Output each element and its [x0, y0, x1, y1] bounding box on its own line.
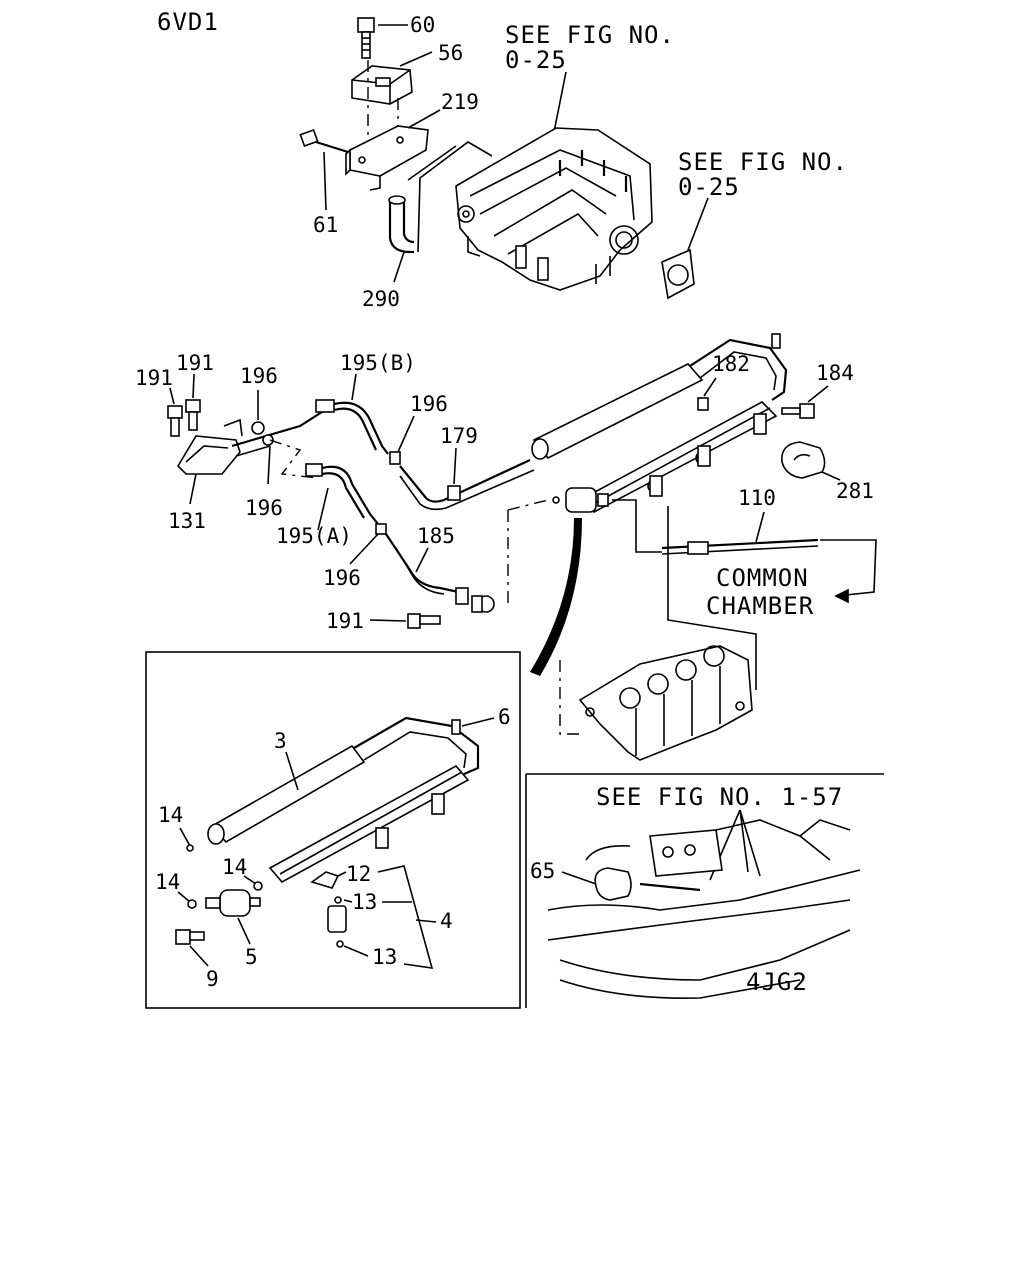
- callout-6: 6: [498, 705, 511, 729]
- callout-13-b: 13: [372, 945, 397, 969]
- pressure-regulator-inset: [205, 889, 261, 917]
- bolt-184: [781, 403, 815, 419]
- bolt-9: [175, 929, 205, 945]
- callout-9: 9: [206, 967, 219, 991]
- hose-195b: [315, 399, 389, 455]
- assembly-arrow: [530, 518, 582, 676]
- bolt-61: [299, 128, 349, 154]
- callout-13-a: 13: [352, 890, 377, 914]
- callout-191-a: 191: [135, 366, 173, 390]
- callout-219: 219: [441, 90, 479, 114]
- callout-196-c: 196: [245, 496, 283, 520]
- callout-4: 4: [440, 909, 453, 933]
- callout-56: 56: [438, 41, 463, 65]
- clip-196-a: [251, 421, 274, 446]
- line-179: [399, 459, 535, 511]
- clip-196-b: [389, 451, 401, 465]
- see-fig-top-line1: SEE FIG NO.: [505, 21, 675, 49]
- callout-131: 131: [168, 509, 206, 533]
- common-chamber-line1: COMMON: [716, 564, 809, 592]
- injector-inset: [327, 896, 347, 948]
- callout-290: 290: [362, 287, 400, 311]
- inset-box-left: [145, 651, 521, 1009]
- hose-290: [388, 195, 415, 254]
- callout-14-b: 14: [222, 855, 247, 879]
- bracket-131: [176, 418, 243, 475]
- callout-61: 61: [313, 213, 338, 237]
- bolt-191-left: [167, 405, 183, 437]
- callout-196-a: 196: [240, 364, 278, 388]
- intake-manifold: [455, 127, 653, 291]
- engine-code-top: 6VD1: [157, 8, 219, 36]
- callout-110: 110: [738, 486, 776, 510]
- clip-196-d: [375, 523, 387, 535]
- bolt-191-right: [185, 399, 201, 431]
- see-fig-bottom: SEE FIG NO. 1-57: [596, 783, 843, 811]
- callout-195a: 195(A): [276, 524, 352, 548]
- callout-5: 5: [245, 945, 258, 969]
- callout-12: 12: [346, 862, 371, 886]
- callout-196-b: 196: [410, 392, 448, 416]
- callout-3: 3: [274, 729, 287, 753]
- plug-182: [697, 397, 709, 411]
- common-chamber-manifold: [578, 645, 753, 761]
- callout-195b: 195(B): [340, 351, 416, 375]
- hose-195a: [305, 463, 379, 525]
- pressure-regulator: [552, 487, 609, 513]
- sensor-56: [351, 65, 413, 105]
- callout-191-c: 191: [326, 609, 364, 633]
- callout-65: 65: [530, 859, 555, 883]
- callout-179: 179: [440, 424, 478, 448]
- engine-code-bottom: 4JG2: [746, 968, 808, 996]
- callout-185: 185: [417, 524, 455, 548]
- clip-12: [310, 871, 340, 889]
- bolt-191-lower: [407, 613, 441, 629]
- callout-281: 281: [836, 479, 874, 503]
- callout-184: 184: [816, 361, 854, 385]
- see-fig-top-line2: 0-25: [505, 46, 567, 74]
- throttle-gasket: [661, 248, 695, 300]
- engine-area-4jg2: [547, 819, 861, 999]
- callout-14-a: 14: [158, 803, 183, 827]
- callout-60: 60: [410, 13, 435, 37]
- clip-65: [594, 867, 632, 901]
- clip-281: [781, 441, 826, 479]
- callout-196-d: 196: [323, 566, 361, 590]
- see-fig-right-line2: 0-25: [678, 173, 740, 201]
- callout-182: 182: [712, 352, 750, 376]
- bolt-60: [357, 17, 375, 59]
- regulator-fitting: [471, 595, 495, 613]
- hose-110: [661, 538, 819, 555]
- bracket-219: [345, 125, 429, 191]
- see-fig-right-line1: SEE FIG NO.: [678, 148, 848, 176]
- fuel-rail-inset: [207, 716, 480, 884]
- line-185: [385, 533, 469, 605]
- callout-191-b: 191: [176, 351, 214, 375]
- common-chamber-line2: CHAMBER: [706, 592, 814, 620]
- callout-14-c: 14: [155, 870, 180, 894]
- injectors-main: [649, 413, 767, 497]
